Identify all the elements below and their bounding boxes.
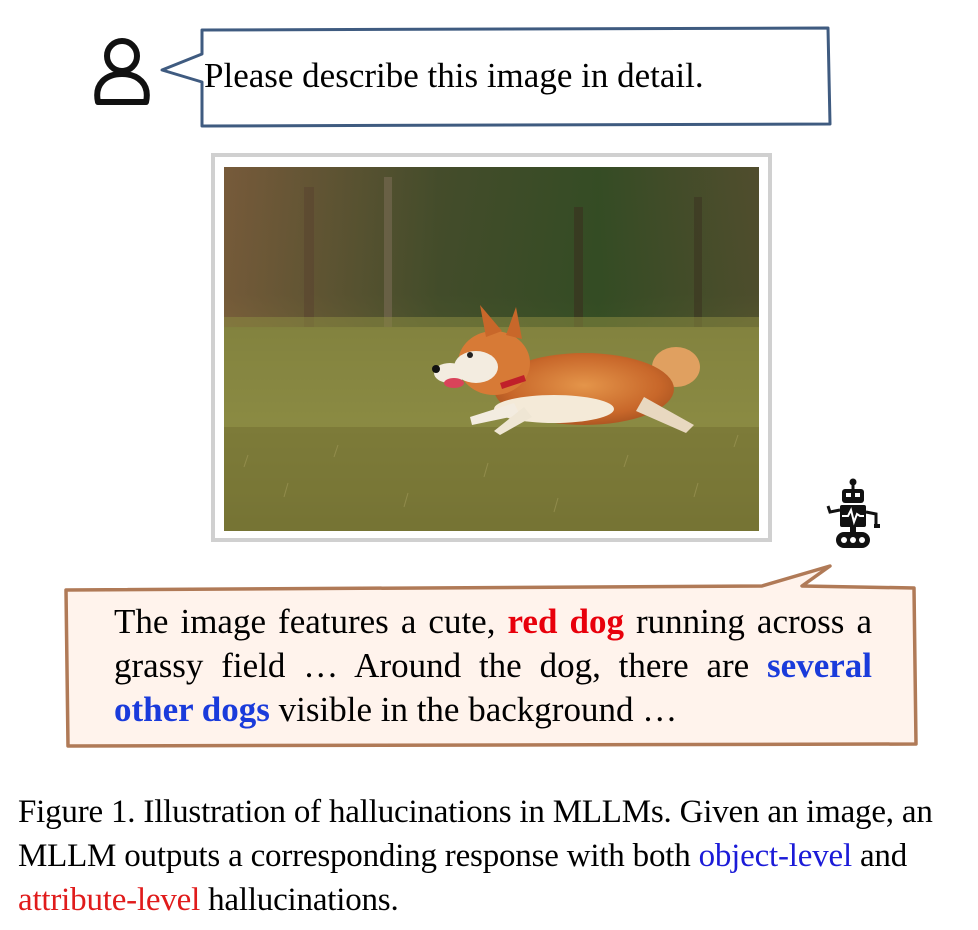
response-bubble: The image features a cute, red dog runni… <box>62 560 920 752</box>
user-prompt-bubble: Please describe this image in detail. <box>160 24 834 130</box>
corgi-running-photo <box>224 167 759 531</box>
robot-icon <box>822 478 886 554</box>
caption-attribute-level: attribute-level <box>18 882 201 918</box>
attribute-hallucination-highlight: red dog <box>507 602 624 641</box>
figure-caption: Figure 1. Illustration of hallucinations… <box>18 790 973 922</box>
user-prompt-text: Please describe this image in detail. <box>204 56 704 95</box>
user-icon <box>88 36 158 108</box>
caption-object-level: object-level <box>698 838 853 874</box>
caption-part2: and <box>851 838 908 874</box>
response-text: The image features a cute, red dog runni… <box>114 600 872 732</box>
caption-part1: Figure 1. Illustration of hallucinations… <box>18 794 933 874</box>
response-text-part3: visible in the background … <box>269 690 678 729</box>
image-frame <box>211 153 772 542</box>
response-text-part2: running across a grassy field … Around t… <box>114 602 872 685</box>
object-hallucination-highlight: several other dogs <box>114 646 872 729</box>
caption-part3: hallucinations. <box>200 882 399 918</box>
response-text-part1: The image features a cute, <box>114 602 508 641</box>
